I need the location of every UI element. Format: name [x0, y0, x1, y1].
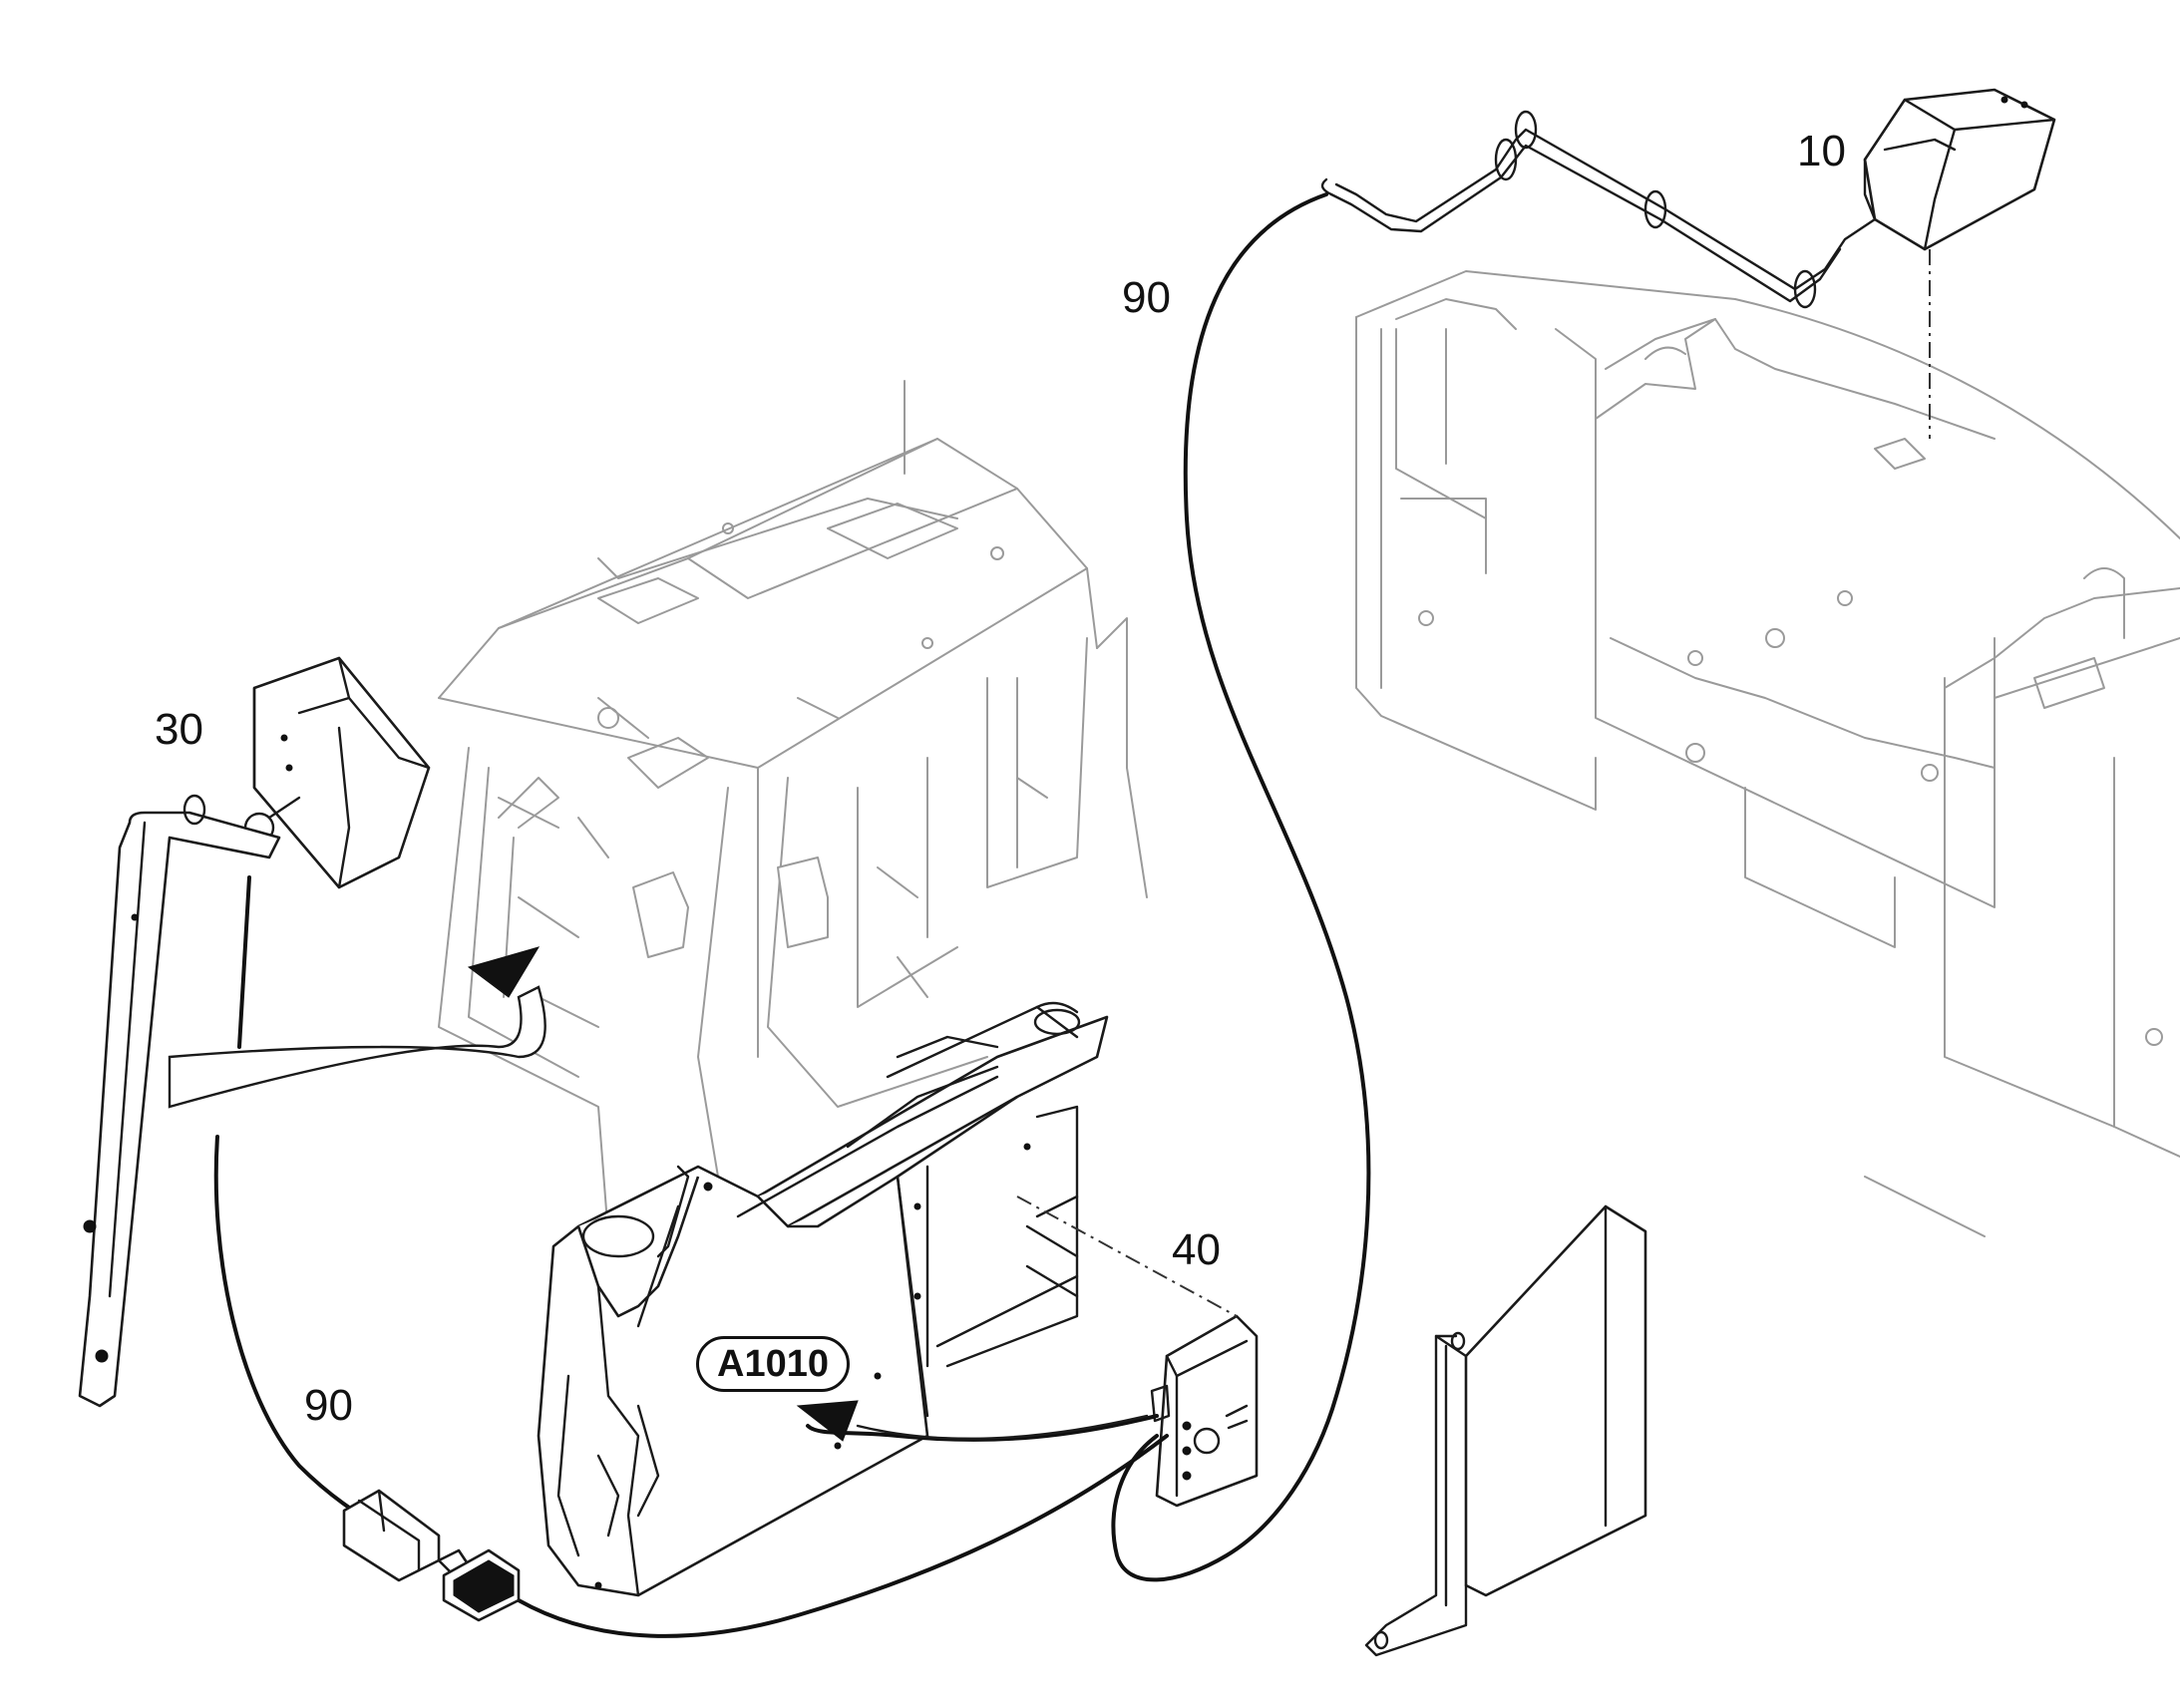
alignment-lines — [1016, 249, 1931, 1317]
connector-plug — [342, 1489, 521, 1622]
control-unit-40 — [1150, 1314, 1259, 1508]
mounting-plate — [1364, 1204, 1647, 1657]
operator-console — [537, 1001, 1109, 1597]
callout-30: 30 — [155, 705, 203, 754]
camera-10 — [1863, 88, 2056, 251]
reference-label-a1010: A1010 — [696, 1336, 850, 1392]
callout-40: 40 — [1172, 1225, 1221, 1274]
callout-90-bottom: 90 — [304, 1381, 353, 1430]
camera-30 — [243, 656, 431, 889]
counterweight-frame — [1355, 270, 2180, 1237]
camera-30-mount-bracket — [78, 794, 281, 1408]
callout-10: 10 — [1797, 127, 1846, 175]
callout-90-top: 90 — [1122, 273, 1171, 322]
operator-cab — [438, 380, 1148, 1237]
arrow — [168, 946, 1149, 1442]
camera-10-mount-bracket — [1320, 110, 1877, 309]
